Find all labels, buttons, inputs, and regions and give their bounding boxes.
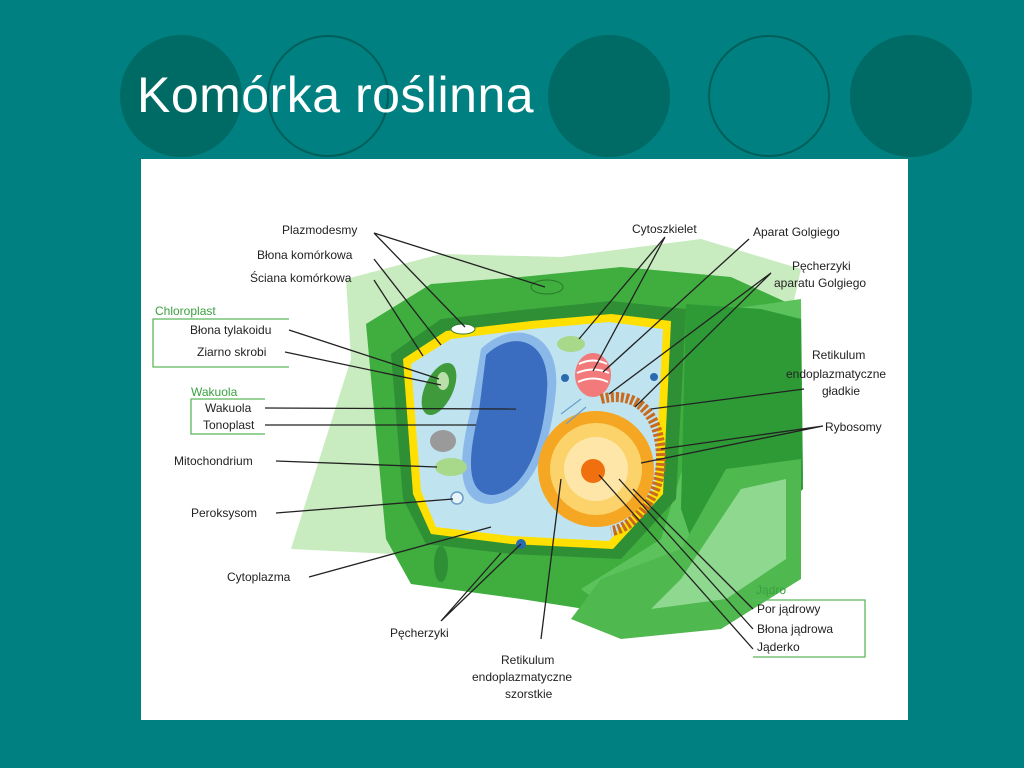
label-pecherzyki-golgi-2: aparatu Golgiego xyxy=(774,276,866,290)
starch-body xyxy=(430,430,456,452)
chloroplast-group-box xyxy=(152,318,289,368)
label-ser-2: endoplazmatyczne xyxy=(786,367,886,381)
plant-cell-diagram: Plazmodesmy Błona komórkowa Ściana komór… xyxy=(152,222,886,701)
leader-mito xyxy=(275,460,438,468)
leader-cytoszk xyxy=(578,236,666,372)
chloroplast-outer xyxy=(434,546,448,582)
label-rer-2: endoplazmatyczne xyxy=(472,670,572,684)
label-chloroplast-group: Chloroplast xyxy=(155,304,216,318)
leader-blona-jad xyxy=(618,478,754,630)
slide-title: Komórka roślinna xyxy=(137,67,535,123)
vesicle-2 xyxy=(561,374,569,382)
leader-pech xyxy=(440,543,522,622)
leader-ser xyxy=(650,388,805,410)
label-mitochondrium: Mitochondrium xyxy=(174,454,253,468)
cytoskeleton xyxy=(560,398,587,425)
label-jaderko: Jąderko xyxy=(757,640,800,654)
label-cytoplazma: Cytoplazma xyxy=(227,570,291,584)
leader-blona-kom xyxy=(373,258,442,346)
label-cytoszkielet: Cytoszkielet xyxy=(632,222,697,236)
plasmodesma-1 xyxy=(530,279,564,295)
diagram-panel: Plazmodesmy Błona komórkowa Ściana komór… xyxy=(141,159,908,720)
label-rybosomy: Rybosomy xyxy=(825,420,882,434)
cell-wall-inner-light xyxy=(651,479,786,609)
leader-por xyxy=(632,488,754,610)
label-por-jadrowy: Por jądrowy xyxy=(757,602,820,616)
wakuola-group-box xyxy=(190,398,265,435)
peroxisome xyxy=(450,491,464,505)
label-rer-3: szorstkie xyxy=(505,687,553,701)
golgi-stripes xyxy=(576,359,610,383)
label-ser-1: Retikulum xyxy=(812,348,865,362)
decor-ring-2 xyxy=(267,35,389,157)
label-wakuola: Wakuola xyxy=(205,401,252,415)
mitochondrion-2 xyxy=(557,336,585,352)
label-jadro-group: Jądro xyxy=(756,583,786,597)
label-rer-1: Retikulum xyxy=(501,653,554,667)
leader-plazmodesmy xyxy=(373,232,546,328)
leader-cyto xyxy=(308,526,492,578)
leader-ziarno xyxy=(284,351,442,386)
leader-peroks xyxy=(275,498,454,514)
label-pecherzyki-golgi-1: Pęcherzyki xyxy=(792,259,851,273)
label-wakuola-group: Wakuola xyxy=(191,385,238,399)
label-blona-komorkowa: Błona komórkowa xyxy=(257,248,353,262)
decor-circle-5 xyxy=(850,35,972,157)
decor-circle-3 xyxy=(548,35,670,157)
jadro-group-box xyxy=(753,599,866,658)
vesicle-3 xyxy=(650,373,658,381)
leader-rybosomy xyxy=(640,425,824,464)
label-blona-jadrowa: Błona jądrowa xyxy=(757,622,833,636)
leader-golgi xyxy=(602,238,750,373)
label-sciana-komorkowa: Ściana komórkowa xyxy=(250,270,352,285)
leader-blona-tyl xyxy=(288,329,440,380)
golgi-apparatus xyxy=(575,353,611,397)
leader-pech-golg xyxy=(608,272,772,408)
leader-sciana-kom xyxy=(373,279,424,357)
label-blona-tylakoidu: Błona tylakoidu xyxy=(190,323,271,337)
label-tonoplast: Tonoplast xyxy=(203,418,255,432)
vacuole xyxy=(470,341,548,495)
label-ser-3: gładkie xyxy=(822,384,860,398)
decor-circle-1 xyxy=(120,35,242,157)
decor-ring-4 xyxy=(708,35,830,157)
label-aparat-golgiego: Aparat Golgiego xyxy=(753,225,840,239)
leader-rer xyxy=(540,478,562,640)
leader-wakuola xyxy=(264,407,517,410)
starch-grain xyxy=(437,372,449,390)
label-ziarno-skrobi: Ziarno skrobi xyxy=(197,345,266,359)
leader-jaderko xyxy=(598,474,754,650)
nucleolus xyxy=(581,459,605,483)
label-peroksysom: Peroksysom xyxy=(191,506,257,520)
label-plazmodesmy: Plazmodesmy xyxy=(282,223,357,237)
label-pecherzyki: Pęcherzyki xyxy=(390,626,449,640)
mitochondrion xyxy=(435,458,467,476)
